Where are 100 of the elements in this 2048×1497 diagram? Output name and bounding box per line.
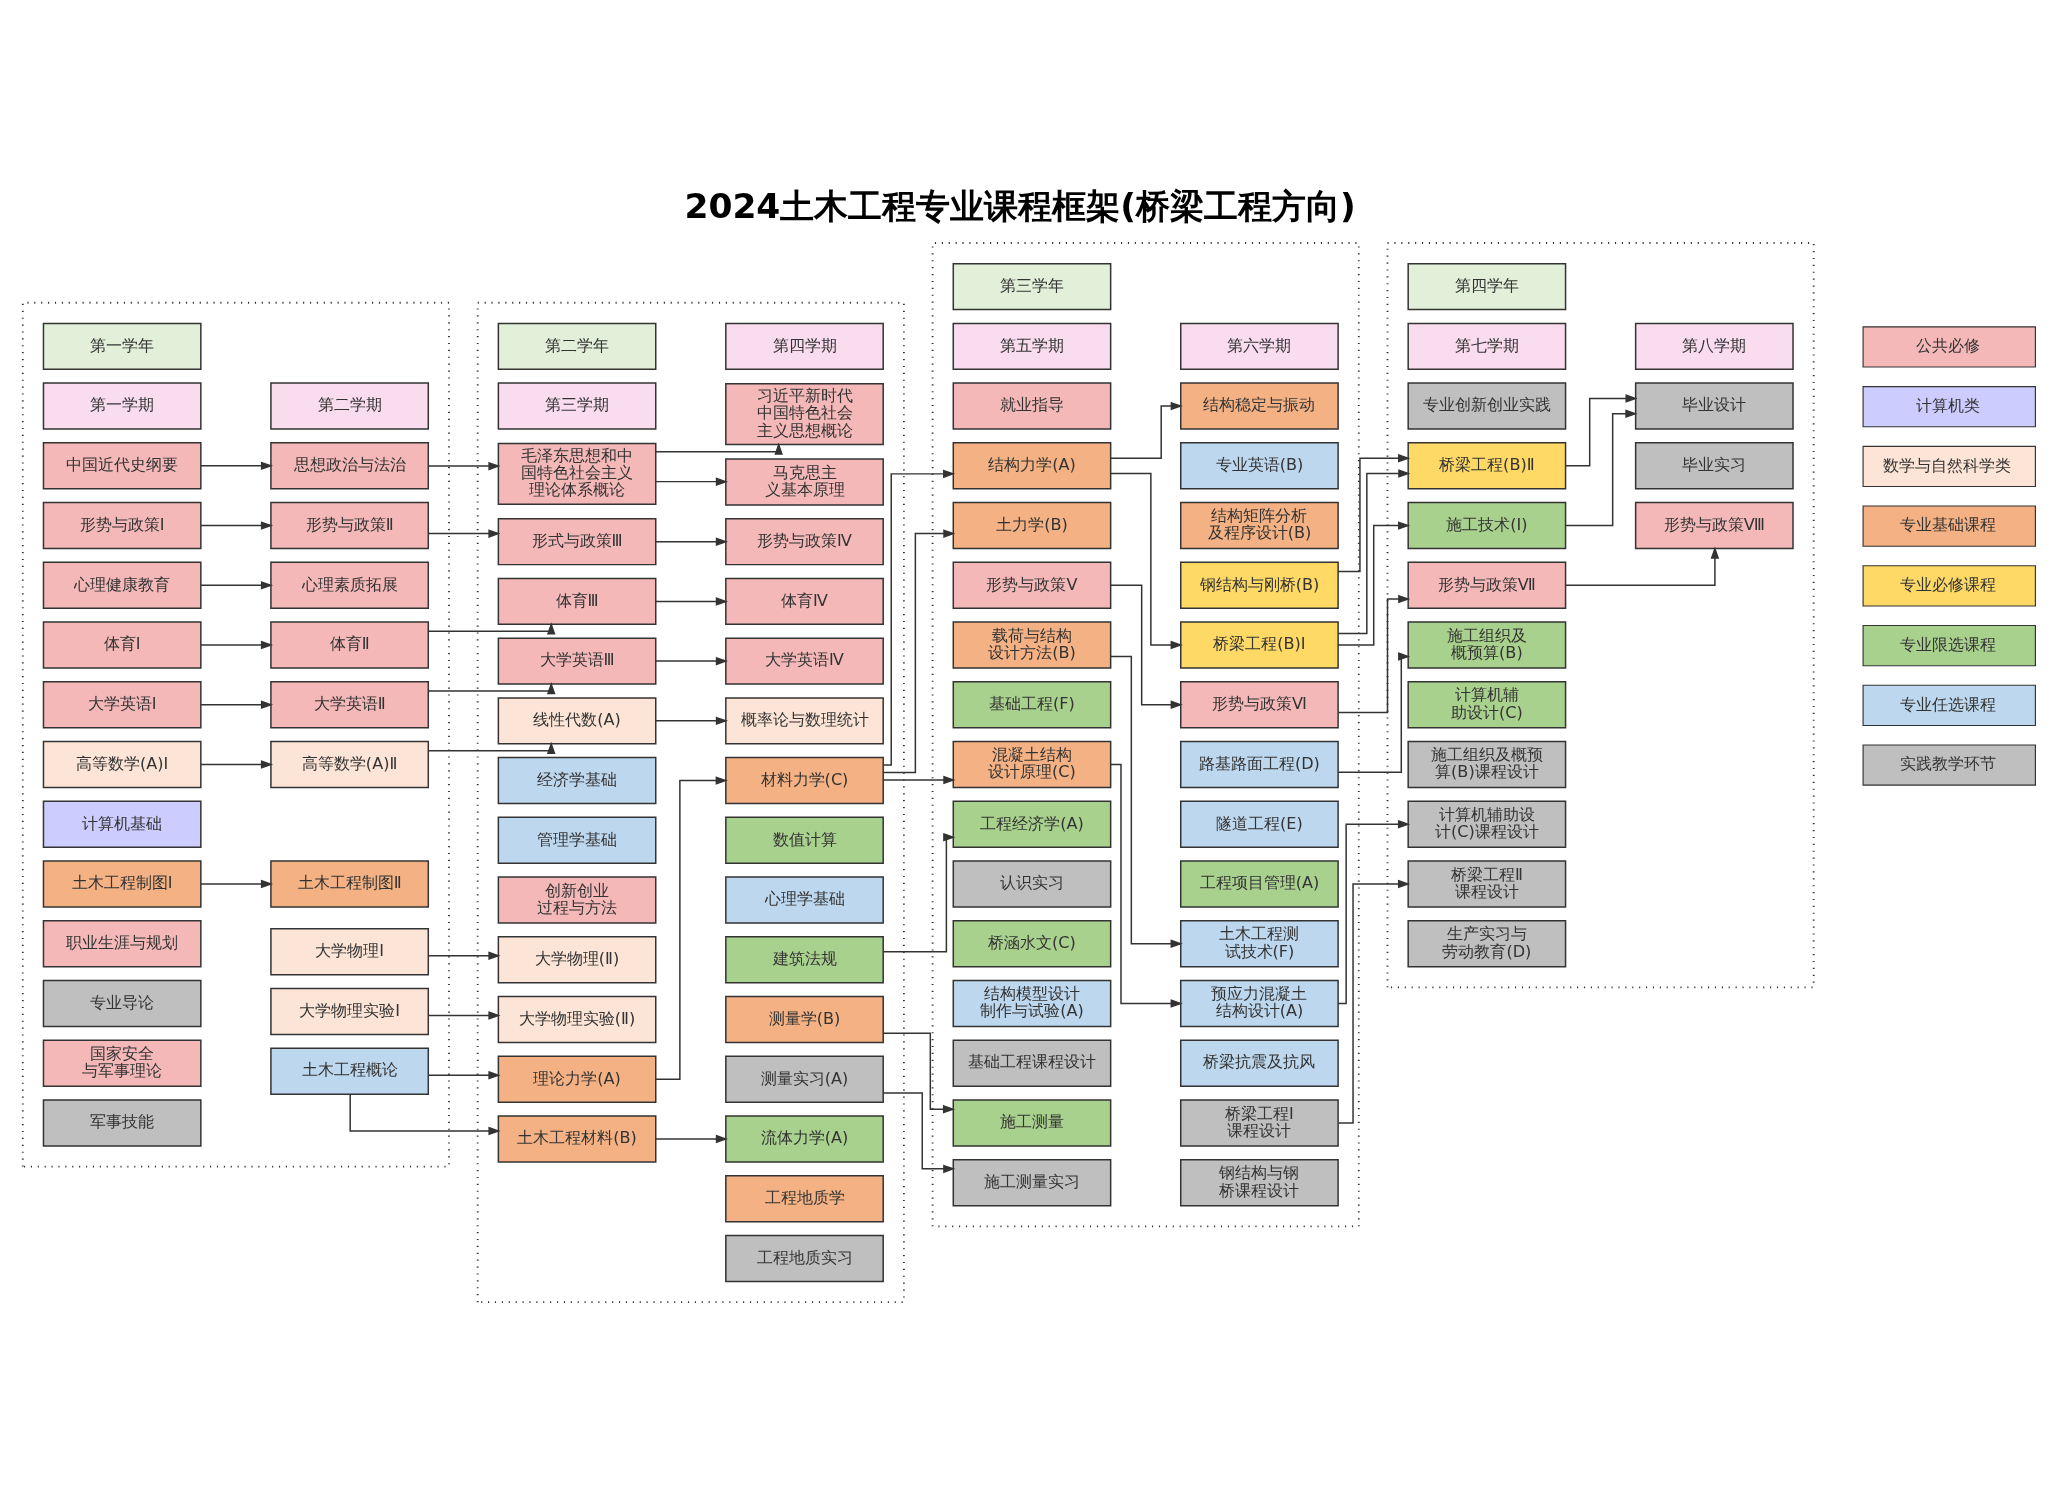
node-box: 高等数学(A)Ⅰ xyxy=(42,740,202,788)
node-box: 计算机辅助设计(C)课程设计 xyxy=(1406,800,1566,848)
legend-label: 数学与自然科学类 xyxy=(1882,455,2011,475)
node-box: 施工测量 xyxy=(952,1098,1111,1147)
cluster xyxy=(1386,241,1815,988)
node-box: 中国近代史纲要 xyxy=(42,441,202,490)
node-box: 认识实习 xyxy=(952,859,1111,908)
arrow xyxy=(427,461,501,470)
arrow xyxy=(1564,409,1637,526)
node-box: 经济学基础 xyxy=(497,756,656,804)
node-box: 大学英语Ⅰ xyxy=(42,680,202,728)
arrow xyxy=(1337,594,1410,713)
arrow xyxy=(654,656,728,665)
arrow xyxy=(654,596,728,606)
node-box: 毕业设计 xyxy=(1634,381,1794,430)
node-box: 大学物理Ⅰ xyxy=(269,927,429,975)
node-box: 计算机基础 xyxy=(42,800,202,848)
node-box: 施工技术(Ⅰ) xyxy=(1406,501,1566,549)
node-box: 心理素质拓展 xyxy=(269,561,429,609)
arrow xyxy=(1337,651,1410,773)
node-box: 形势与政策Ⅴ xyxy=(952,561,1111,609)
arrow xyxy=(199,640,273,649)
arrow xyxy=(1109,401,1183,459)
node-box: 体育Ⅱ xyxy=(269,620,429,669)
node-box: 桥梁抗震及抗风 xyxy=(1179,1038,1339,1087)
node-box: 专业英语(B) xyxy=(1179,441,1339,490)
node-box: 工程经济学(A) xyxy=(952,800,1111,848)
node-box: 形式与政策Ⅲ xyxy=(497,517,656,565)
arrow xyxy=(882,469,955,766)
legend-label: 计算机类 xyxy=(1915,395,1980,415)
node-box: 结构模型设计制作与试验(A) xyxy=(952,979,1111,1027)
arrow xyxy=(348,1093,501,1135)
node-box: 马克思主义基本原理 xyxy=(724,457,884,506)
arrow xyxy=(882,832,955,952)
node-box: 材料力学(C) xyxy=(724,756,884,804)
node-box: 第二学年 xyxy=(497,322,656,370)
arrow xyxy=(1109,763,1183,1008)
arrow xyxy=(427,681,555,694)
arrow xyxy=(882,775,955,784)
arrow xyxy=(1337,879,1410,1124)
node-box: 大学英语Ⅲ xyxy=(497,636,656,685)
node-box: 施工组织及概预算(B) xyxy=(1406,620,1566,669)
cluster xyxy=(476,301,905,1303)
arrow xyxy=(654,442,783,455)
node-box: 测量实习(A) xyxy=(724,1055,884,1103)
node-box: 土木工程测试技术(F) xyxy=(1179,919,1339,967)
node-box: 概率论与数理统计 xyxy=(724,696,884,745)
node-box: 土木工程制图Ⅰ xyxy=(42,859,202,908)
node-box: 思想政治与法治 xyxy=(269,441,429,490)
node-box: 职业生涯与规划 xyxy=(42,919,202,967)
node-box: 基础工程课程设计 xyxy=(952,1038,1111,1087)
node-box: 第四学年 xyxy=(1406,262,1566,310)
arrow xyxy=(199,520,273,530)
node-box: 心理健康教育 xyxy=(42,561,202,609)
node-box: 形势与政策Ⅶ xyxy=(1406,561,1566,609)
node-box: 体育Ⅲ xyxy=(497,577,656,625)
node-box: 混凝土结构设计原理(C) xyxy=(952,740,1111,788)
node-box: 建筑法规 xyxy=(724,935,884,983)
arrow xyxy=(882,528,955,773)
legend-label: 专业任选课程 xyxy=(1899,694,1996,714)
arrow xyxy=(882,1091,955,1173)
node-box: 心理学基础 xyxy=(724,875,884,924)
legend-label: 专业必修课程 xyxy=(1899,574,1996,594)
arrow xyxy=(1336,520,1410,646)
arrow xyxy=(427,1070,501,1079)
node-box: 管理学基础 xyxy=(497,816,656,864)
arrow xyxy=(199,700,273,709)
node-box: 高等数学(A)Ⅱ xyxy=(269,740,429,788)
legend-label: 专业限选课程 xyxy=(1899,634,1996,654)
node-box: 工程地质学 xyxy=(724,1174,884,1222)
node-box: 体育Ⅳ xyxy=(724,577,884,625)
arrow xyxy=(199,461,273,470)
arrow xyxy=(654,536,728,546)
node-box: 隧道工程(E) xyxy=(1179,800,1339,848)
node-box: 钢结构与刚桥(B) xyxy=(1179,561,1339,609)
node-box: 测量学(B) xyxy=(724,995,884,1043)
node-box: 工程地质实习 xyxy=(724,1234,884,1282)
node-box: 预应力混凝土结构设计(A) xyxy=(1179,979,1339,1027)
node-box: 土木工程概论 xyxy=(269,1047,429,1095)
node-box: 基础工程(F) xyxy=(952,680,1111,728)
arrow xyxy=(427,621,555,635)
node-box: 第二学期 xyxy=(269,381,429,430)
node-box: 习近平新时代中国特色社会主义思想概论 xyxy=(724,382,884,445)
arrow xyxy=(427,1010,501,1020)
arrow xyxy=(1564,546,1719,586)
node-box: 计算机辅助设计(C) xyxy=(1406,680,1566,728)
node-box: 结构矩阵分析及程序设计(B) xyxy=(1179,501,1339,549)
arrow xyxy=(1336,819,1410,1004)
arrow xyxy=(199,580,273,590)
node-box: 第六学期 xyxy=(1179,322,1339,370)
node-box: 土木工程制图Ⅱ xyxy=(269,859,429,908)
arrow xyxy=(199,879,273,888)
node-box: 桥梁工程Ⅱ课程设计 xyxy=(1406,859,1566,908)
arrow xyxy=(654,476,728,486)
node-box: 桥梁工程(B)Ⅱ xyxy=(1406,441,1566,490)
node-box: 大学物理实验(Ⅱ) xyxy=(497,995,656,1043)
node-box: 流体力学(A) xyxy=(724,1114,884,1163)
node-box: 第八学期 xyxy=(1634,322,1794,370)
node-box: 第一学期 xyxy=(42,381,202,430)
node-box: 专业导论 xyxy=(42,979,202,1027)
